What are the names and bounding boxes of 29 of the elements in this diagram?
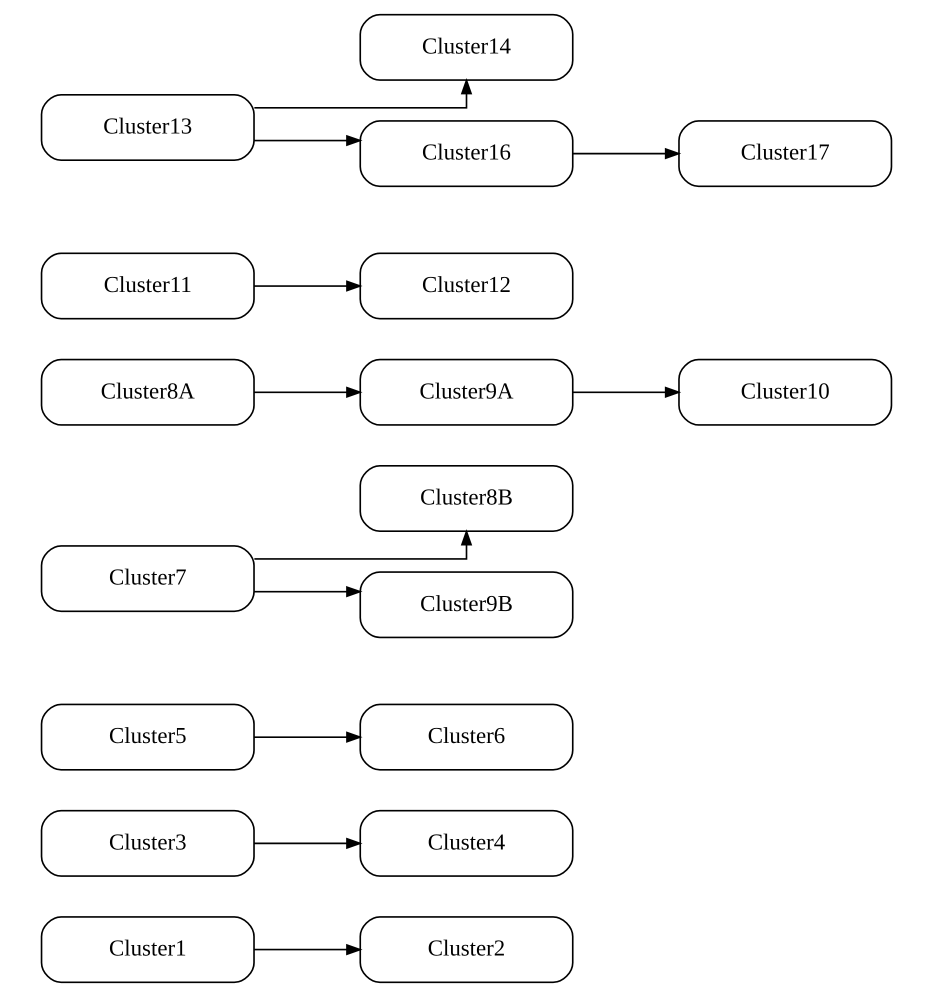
node-box: Cluster4 <box>359 810 574 877</box>
node-box: Cluster12 <box>359 252 574 320</box>
node-box: Cluster16 <box>359 120 574 188</box>
node-box: Cluster5 <box>40 704 255 771</box>
node-box: Cluster7 <box>40 545 255 612</box>
arrow <box>254 944 362 956</box>
node-box: Cluster2 <box>359 916 574 984</box>
arrow <box>254 280 362 292</box>
node-box: Cluster10 <box>678 358 892 426</box>
arrow <box>254 78 472 109</box>
arrow <box>254 838 362 850</box>
node-box: Cluster3 <box>40 810 255 877</box>
arrow <box>254 386 362 398</box>
node-box: Cluster1 <box>40 916 255 984</box>
node-box: Cluster8B <box>359 465 574 532</box>
node-box: Cluster14 <box>359 14 574 81</box>
arrow <box>573 148 682 160</box>
node-box: Cluster13 <box>40 94 255 161</box>
arrow <box>254 134 362 146</box>
arrow <box>254 731 362 743</box>
arrow <box>254 529 472 560</box>
node-box: Cluster17 <box>678 120 892 188</box>
node-box: Cluster9A <box>359 358 574 426</box>
arrow <box>573 386 682 398</box>
node-box: Cluster6 <box>359 704 574 771</box>
arrow <box>254 586 362 598</box>
node-box: Cluster9B <box>359 571 574 638</box>
node-box: Cluster8A <box>40 358 255 426</box>
node-box: Cluster11 <box>40 252 255 320</box>
